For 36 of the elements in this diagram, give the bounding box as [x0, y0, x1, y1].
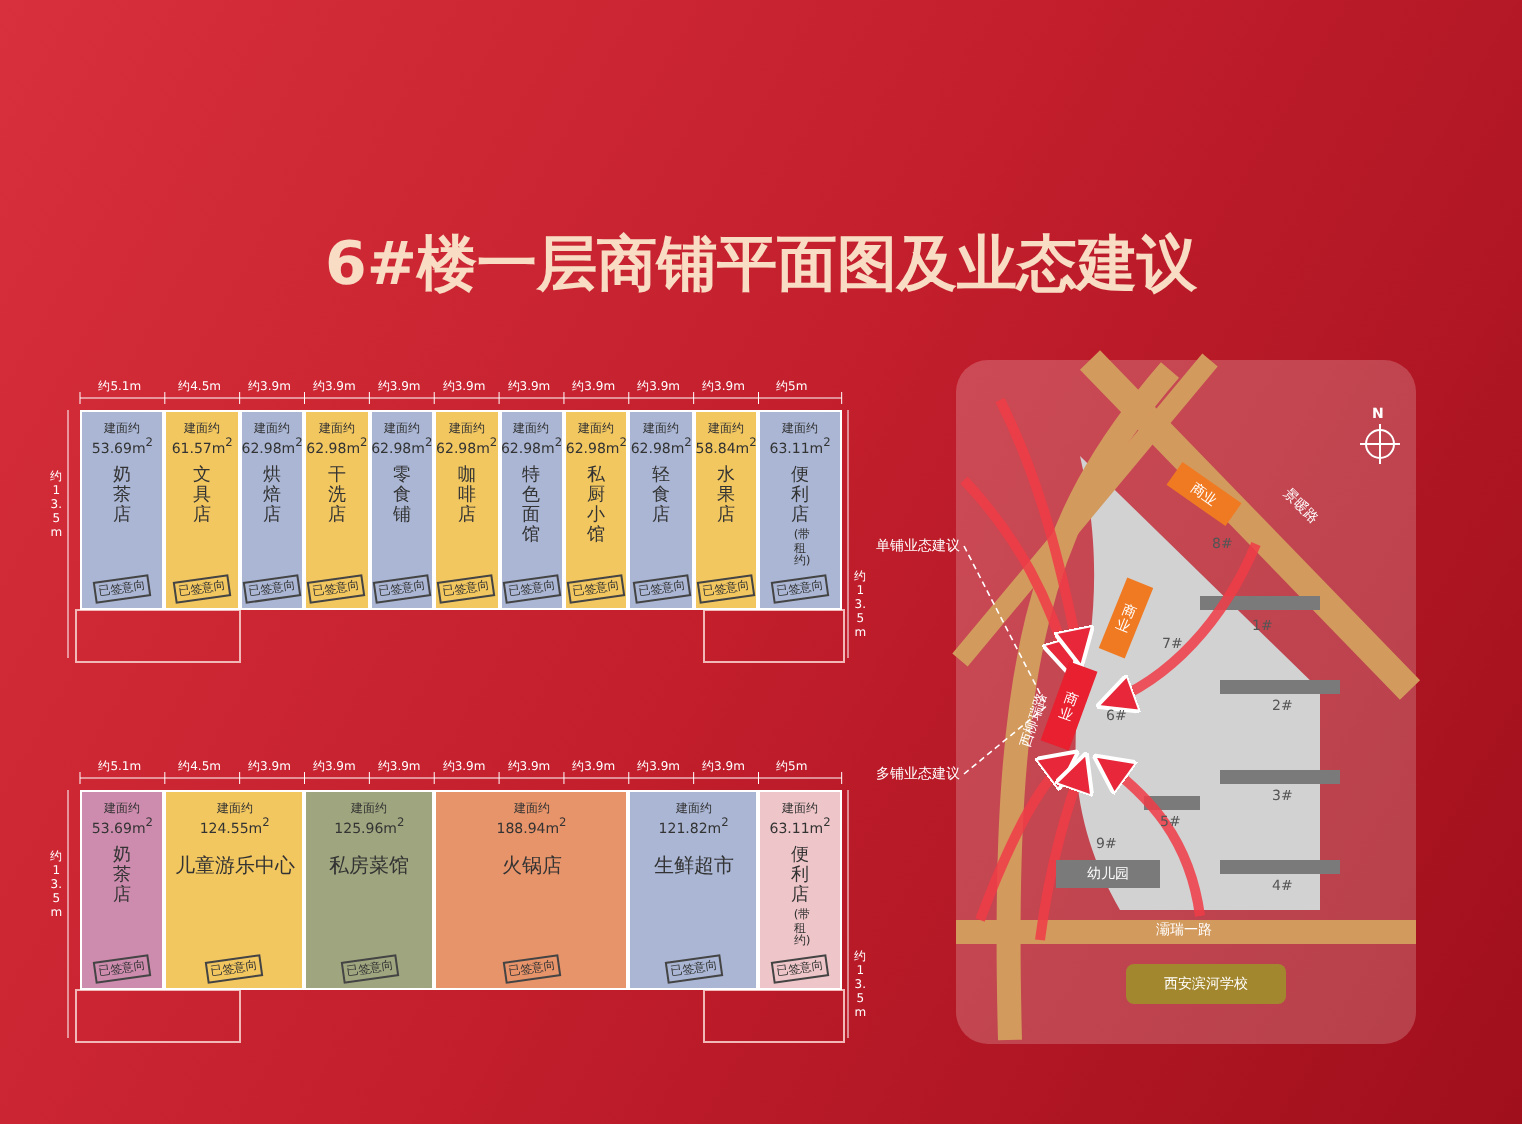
shop-name: 生鲜超市 — [653, 858, 734, 879]
shop-unit — [434, 410, 500, 610]
page-title: 6#楼一层商铺平面图及业态建议 — [322, 228, 1199, 304]
shop-name: 轻食店 — [651, 466, 671, 527]
shop-unit — [628, 410, 694, 610]
shop-unit — [563, 410, 629, 610]
shop-unit — [499, 410, 564, 610]
shop-name: 烘焙店 — [262, 466, 282, 527]
shop-unit — [164, 790, 305, 990]
shop-unit — [434, 790, 629, 990]
shop-name: 奶茶店 — [112, 466, 132, 527]
shop-name: 零食铺 — [392, 466, 412, 527]
shop-name: 文具店 — [192, 466, 212, 527]
shop-name: 水果店 — [716, 466, 736, 527]
shop-unit — [304, 410, 370, 610]
shop-unit — [369, 410, 435, 610]
shop-unit — [304, 790, 435, 990]
shop-name: 便利店 — [790, 466, 810, 527]
shop-unit — [758, 410, 842, 610]
shop-name: 私厨小馆 — [586, 466, 606, 547]
shop-unit — [628, 790, 759, 990]
shop-name: 私房菜馆 — [329, 858, 410, 879]
shop-name: 便利店 — [790, 846, 810, 907]
leader-line — [963, 705, 1048, 775]
shop-name: 奶茶店 — [112, 846, 132, 907]
shop-name: 干洗店 — [327, 466, 347, 527]
shop-name: 火锅店 — [501, 858, 562, 879]
shop-unit — [80, 790, 165, 990]
shop-unit — [164, 410, 240, 610]
shop-name: 咖啡店 — [457, 466, 477, 527]
shop-name: 儿童游乐中心 — [174, 858, 295, 879]
shop-unit — [693, 410, 759, 610]
shop-unit — [758, 790, 842, 990]
shop-unit — [80, 410, 165, 610]
shop-name: 特色面馆 — [522, 466, 541, 547]
shop-unit — [239, 410, 305, 610]
